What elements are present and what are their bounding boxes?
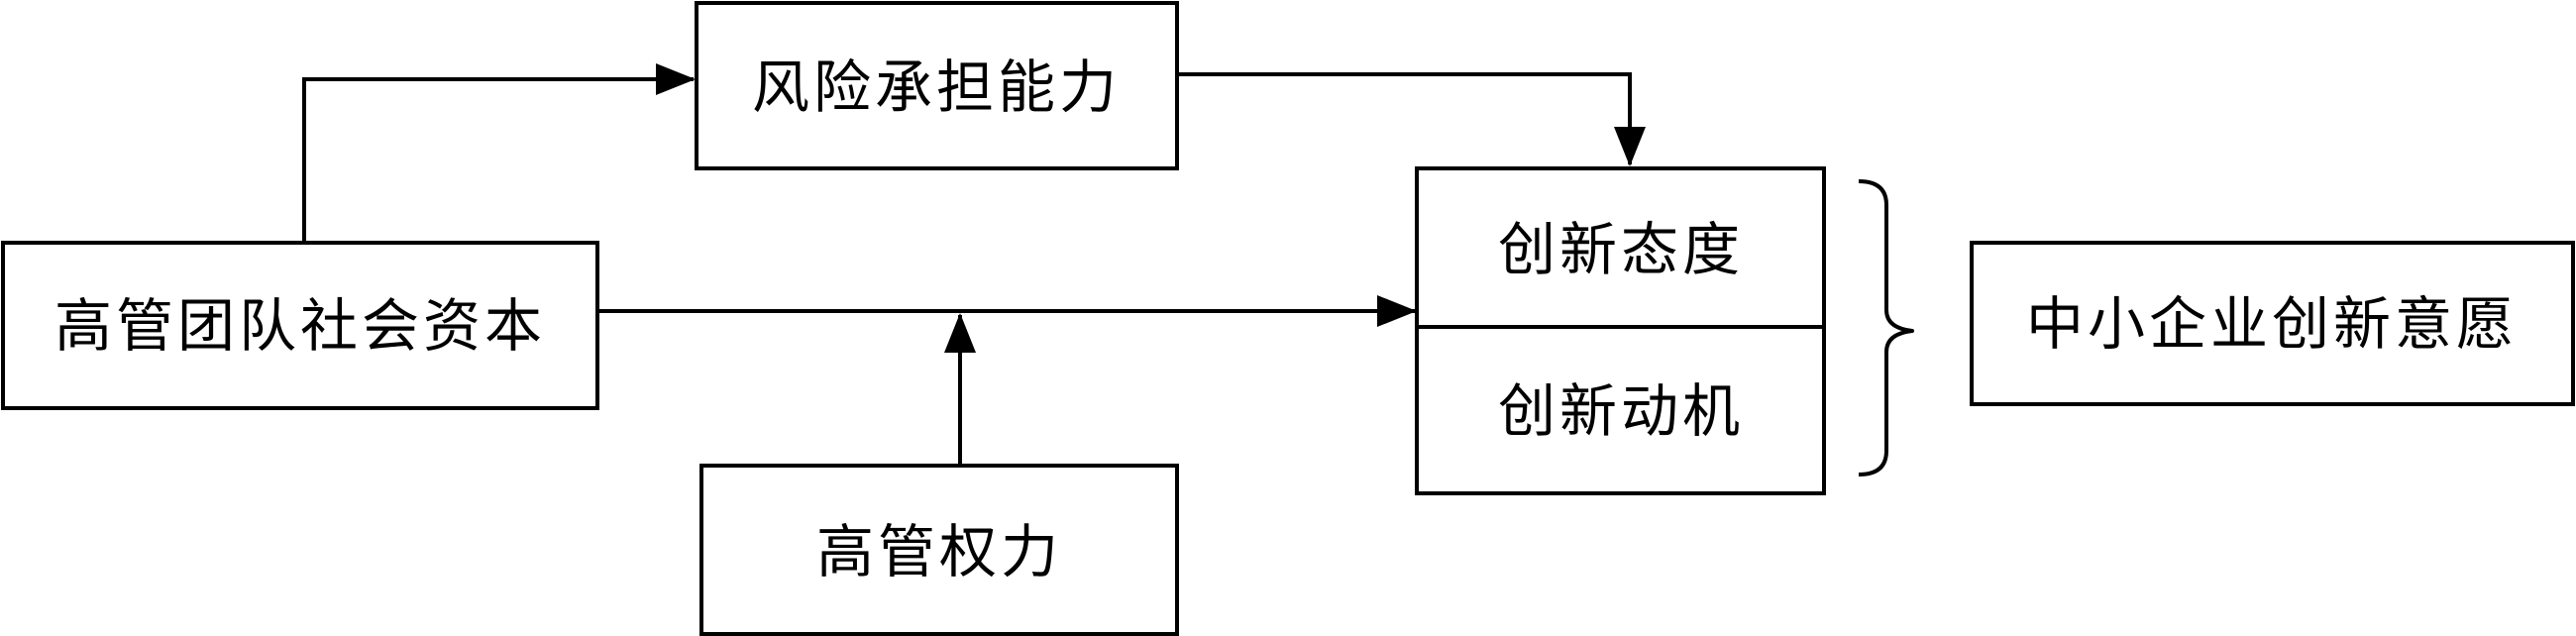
node-innovation-components-box (1415, 166, 1826, 495)
arrow-risk-bearing-to-innovation-attitude (1177, 72, 1646, 166)
node-executive-power-label: 高管权力 (816, 518, 1062, 585)
node-tmt-social-capital-label: 高管团队社会资本 (54, 292, 546, 360)
node-risk-bearing-box (695, 1, 1179, 170)
node-executive-power: 高管权力 (699, 464, 1179, 636)
node-executive-power-box (699, 464, 1179, 636)
node-risk-bearing: 风险承担能力 (695, 1, 1179, 170)
node-innovation-components: 创新态度 创新动机 (1415, 166, 1826, 495)
node-sme-innovation-willingness-box (1970, 241, 2575, 406)
arrow-social-capital-to-risk-bearing (302, 63, 696, 243)
node-risk-bearing-label: 风险承担能力 (752, 53, 1121, 121)
node-sme-innovation-willingness-label: 中小企业创新意愿 (2026, 290, 2518, 358)
node-tmt-social-capital: 高管团队社会资本 (1, 241, 599, 410)
node-innovation-attitude-label: 创新态度 (1498, 216, 1744, 283)
grouping-brace (1858, 179, 1914, 477)
node-tmt-social-capital-box (1, 241, 599, 410)
node-innovation-motivation-label: 创新动机 (1498, 377, 1744, 445)
node-sme-innovation-willingness: 中小企业创新意愿 (1970, 241, 2575, 406)
